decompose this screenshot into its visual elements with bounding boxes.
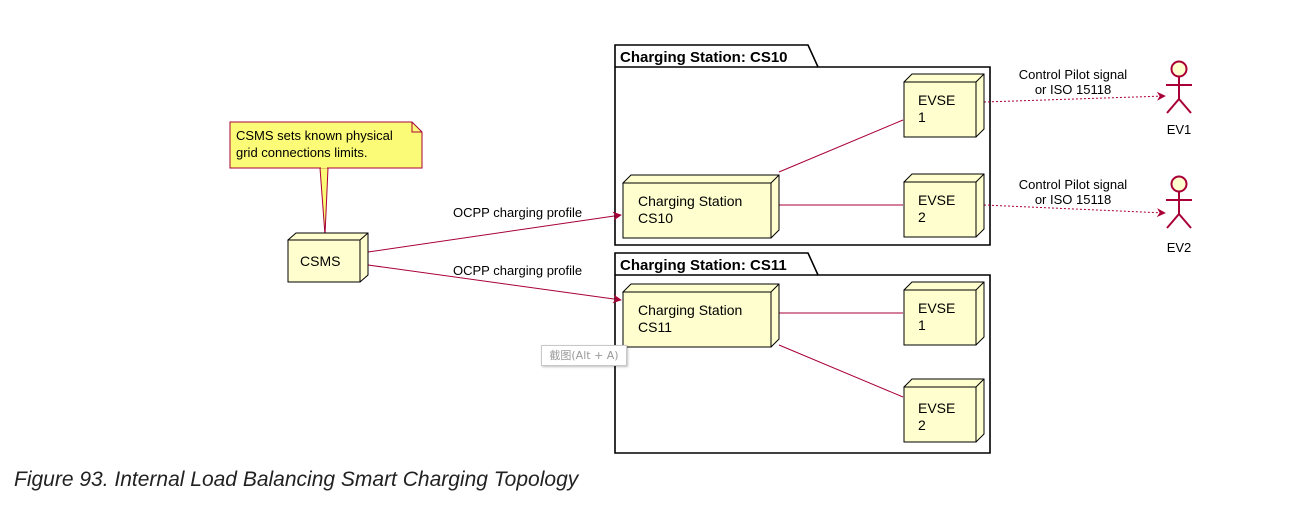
- cs11-evse2-label-line1: EVSE: [918, 400, 955, 416]
- cs10-evse1-label-line1: EVSE: [918, 92, 955, 108]
- actor-ev2-label: EV2: [1167, 240, 1192, 255]
- edge-label-profile-top: OCPP charging profile: [453, 205, 582, 220]
- edge-label-ev2-line2: or ISO 15118: [1035, 192, 1111, 207]
- cs11-evse2-label-line2: 2: [918, 417, 926, 433]
- node-charging-station-cs11: Charging Station CS11: [622, 283, 780, 348]
- edge-label-profile-bottom: OCPP charging profile: [453, 263, 582, 278]
- edge-label-ev1-line1: Control Pilot signal: [1019, 67, 1127, 82]
- node-csms: CSMS: [287, 232, 369, 283]
- edge-cs11-evse2: [778, 344, 904, 398]
- edge-cs10-evse1: [778, 119, 904, 173]
- edges: [367, 91, 1166, 398]
- note-line-2: grid connections limits.: [236, 145, 368, 160]
- cs11-evse1-label-line2: 1: [918, 317, 926, 333]
- cs10-evse2-label-line1: EVSE: [918, 192, 955, 208]
- node-cs10-evse-2: EVSE 2: [903, 173, 985, 238]
- cs11-evse1-label-line1: EVSE: [918, 300, 955, 316]
- node-charging-station-cs10: Charging Station CS10: [622, 174, 780, 239]
- actor-ev1: EV1: [1166, 60, 1192, 137]
- actor-ev2: EV2: [1166, 175, 1192, 255]
- actor-ev1-label: EV1: [1167, 122, 1192, 137]
- note-line-1: CSMS sets known physical: [236, 128, 393, 143]
- cs10-label-line2: CS10: [638, 210, 673, 226]
- note: CSMS sets known physical grid connection…: [229, 121, 423, 236]
- node-cs11-evse-2: EVSE 2: [903, 378, 985, 443]
- node-cs11-evse-1: EVSE 1: [903, 281, 985, 346]
- topology-diagram: Charging Station: CS10 Charging Station:…: [229, 44, 1192, 454]
- edge-csms-cs11: [367, 264, 622, 304]
- cs11-label-line1: Charging Station: [638, 302, 742, 318]
- cs10-evse1-label-line2: 1: [918, 109, 926, 125]
- cs10-label-line1: Charging Station: [638, 193, 742, 209]
- package-title-cs11: Charging Station: CS11: [620, 257, 787, 274]
- package-title-cs10: Charging Station: CS10: [620, 49, 788, 66]
- figure-caption: Figure 93. Internal Load Balancing Smart…: [14, 468, 579, 491]
- node-cs10-evse-1: EVSE 1: [903, 73, 985, 138]
- edge-label-ev1-line2: or ISO 15118: [1035, 82, 1111, 97]
- csms-label: CSMS: [300, 253, 340, 269]
- cs10-evse2-label-line2: 2: [918, 209, 926, 225]
- cs11-label-line2: CS11: [638, 319, 672, 335]
- edge-label-ev2-line1: Control Pilot signal: [1019, 177, 1127, 192]
- edge-csms-cs10: [367, 211, 622, 253]
- screenshot-tooltip: 截图(Alt + A): [541, 345, 627, 366]
